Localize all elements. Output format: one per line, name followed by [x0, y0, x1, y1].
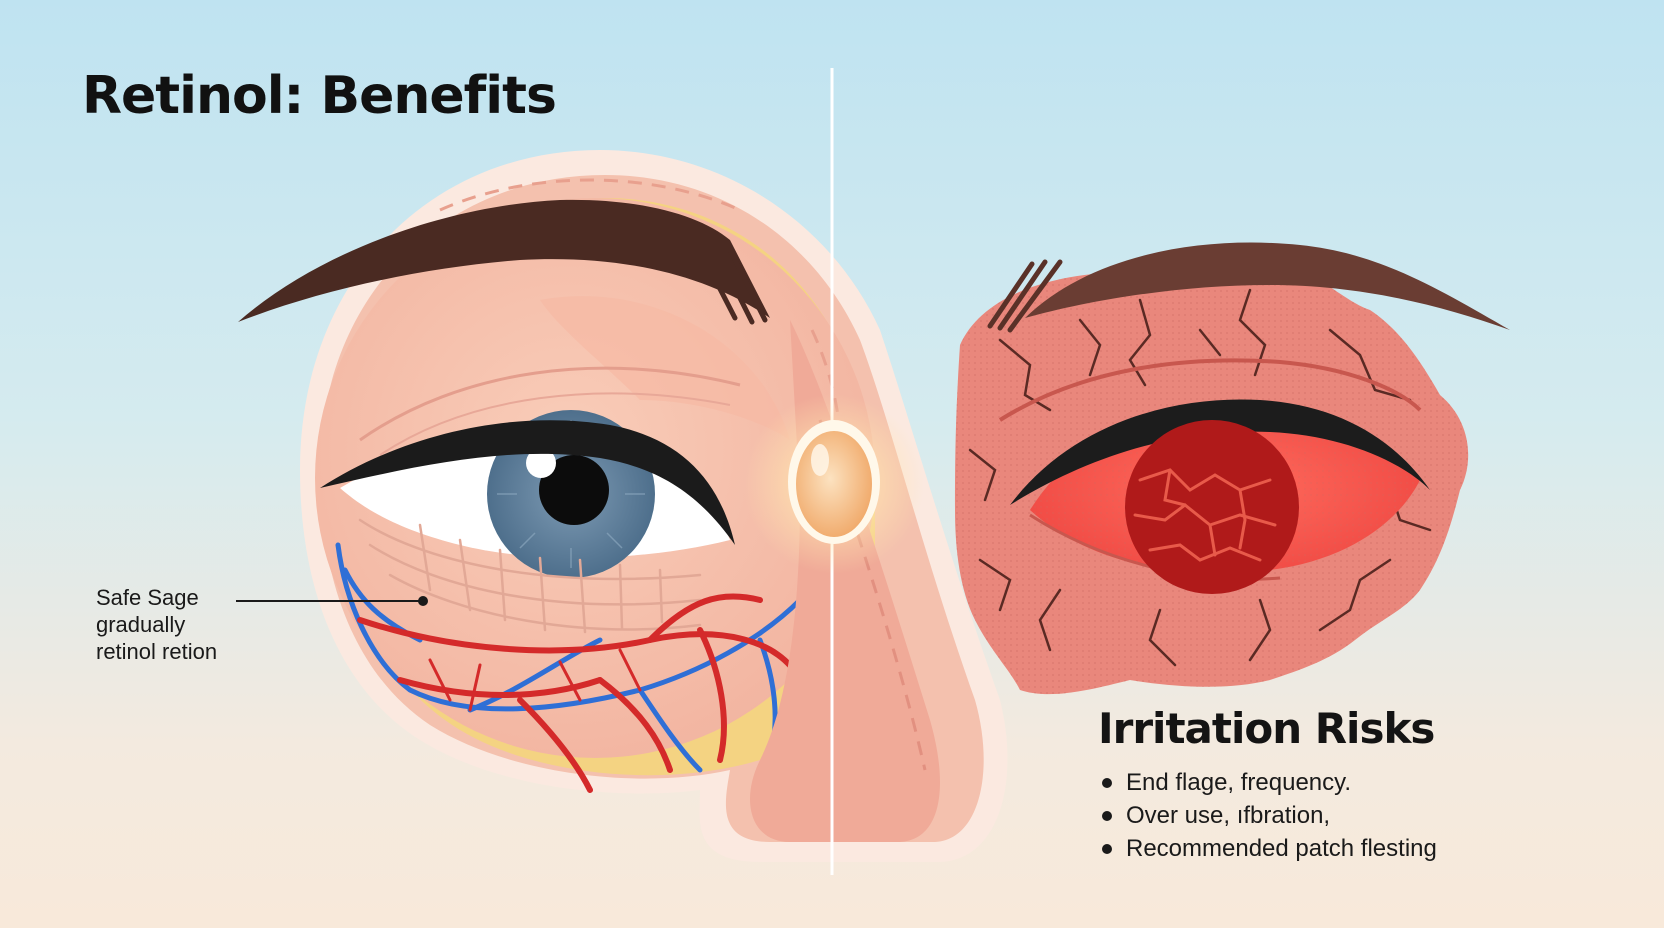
irritated-eye-icon — [955, 242, 1510, 695]
callout-label: Safe Sage gradually retinol retion — [96, 584, 217, 665]
risks-heading: Irritation Risks — [1098, 704, 1435, 753]
healthy-eye-icon — [238, 150, 1008, 862]
retinol-capsule-icon — [744, 394, 924, 574]
callout-line: Safe Sage — [96, 585, 199, 610]
risks-list: End flage, frequency. Over use, ıfbratio… — [1100, 766, 1437, 865]
callout-line: retinol retion — [96, 639, 218, 664]
page-title: Retinol: Benefits — [82, 66, 557, 126]
callout-line: gradually — [96, 612, 186, 637]
risk-item: Over use, ıfbration, — [1100, 799, 1437, 832]
risk-item: Recommended patch flesting — [1100, 832, 1437, 865]
risk-item: End flage, frequency. — [1100, 766, 1437, 799]
callout-marker — [418, 596, 428, 606]
